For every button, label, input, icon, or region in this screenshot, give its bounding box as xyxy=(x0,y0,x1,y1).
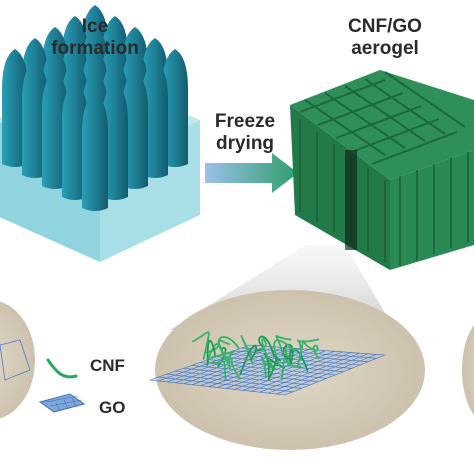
go-lattice-line xyxy=(242,351,343,391)
aerogel-block xyxy=(290,70,474,270)
ice-spike xyxy=(42,71,68,189)
aerogel-wall-line xyxy=(317,92,404,126)
aerogel-wall-line xyxy=(335,105,422,139)
cnf-fiber xyxy=(210,360,227,381)
go-lattice-line xyxy=(251,352,352,392)
cnf-fiber xyxy=(312,344,320,360)
cnf-fiber xyxy=(210,350,235,370)
aerogel-right-face xyxy=(390,150,474,270)
cnf-fiber xyxy=(258,335,276,358)
aerogel-wall-line xyxy=(353,118,440,152)
cnf-fiber xyxy=(206,339,216,366)
ice-spike xyxy=(142,60,168,178)
cnf-fiber xyxy=(239,344,257,376)
go-lattice-line xyxy=(268,353,369,394)
cnf-fiber xyxy=(267,355,282,381)
ice-spikes xyxy=(2,5,188,211)
ice-formation-title: Ice formation xyxy=(30,16,160,60)
cnf-fiber xyxy=(261,356,277,377)
aerogel-wall-line xyxy=(324,92,406,149)
legend-go-label: GO xyxy=(99,398,126,417)
cnf-fiber xyxy=(275,335,292,357)
go-lattice-line xyxy=(284,354,386,396)
aerogel-wall-line xyxy=(304,99,386,156)
right-partial-magnifier xyxy=(462,324,474,416)
legend-go-icon xyxy=(38,393,86,413)
ice-spike xyxy=(82,93,108,211)
cnf-fiber xyxy=(280,357,302,381)
ice-spike xyxy=(102,82,128,200)
go-lattice-line xyxy=(276,354,377,395)
process-label: Freeze drying xyxy=(205,111,285,155)
ice-formation-title-line2: formation xyxy=(51,38,139,59)
aerogel-wall-line xyxy=(299,79,386,113)
ice-spike xyxy=(162,49,188,167)
ice-spike xyxy=(22,60,48,178)
aerogel-wall-line xyxy=(371,131,458,165)
left-partial-magnifier xyxy=(0,301,35,419)
cnf-fiber xyxy=(261,338,273,367)
ice-spike xyxy=(2,49,28,167)
process-label-line2: drying xyxy=(215,133,275,154)
left-partial-magnifier-content xyxy=(0,339,31,381)
aerogel-wall-line xyxy=(384,71,466,128)
cnf-fiber xyxy=(273,339,297,367)
ice-block xyxy=(0,5,200,262)
cnf-fiber xyxy=(296,340,315,366)
process-arrow xyxy=(205,153,298,193)
aerogel-left-face xyxy=(290,105,390,270)
aerogel-pore-walls xyxy=(299,71,469,266)
go-lattice-line xyxy=(259,352,360,393)
aerogel-wall-line xyxy=(344,85,426,142)
legend-cnf-label: CNF xyxy=(90,356,125,375)
cnf-fiber xyxy=(191,331,210,360)
process-label-line1: Freeze xyxy=(214,111,276,132)
ice-spike xyxy=(62,82,88,200)
aerogel-title-line2: aerogel xyxy=(351,38,419,59)
cnf-fiber-network xyxy=(191,331,320,381)
aerogel-wall-line xyxy=(364,78,446,135)
aerogel-pore-shadow xyxy=(345,150,357,250)
aerogel-title-line1: CNF/GO xyxy=(348,16,422,37)
ice-formation-title-line1: Ice xyxy=(81,16,109,37)
legend-cnf-icon xyxy=(46,358,78,379)
ice-spike xyxy=(122,71,148,189)
aerogel-title: CNF/GO aerogel xyxy=(325,16,445,60)
